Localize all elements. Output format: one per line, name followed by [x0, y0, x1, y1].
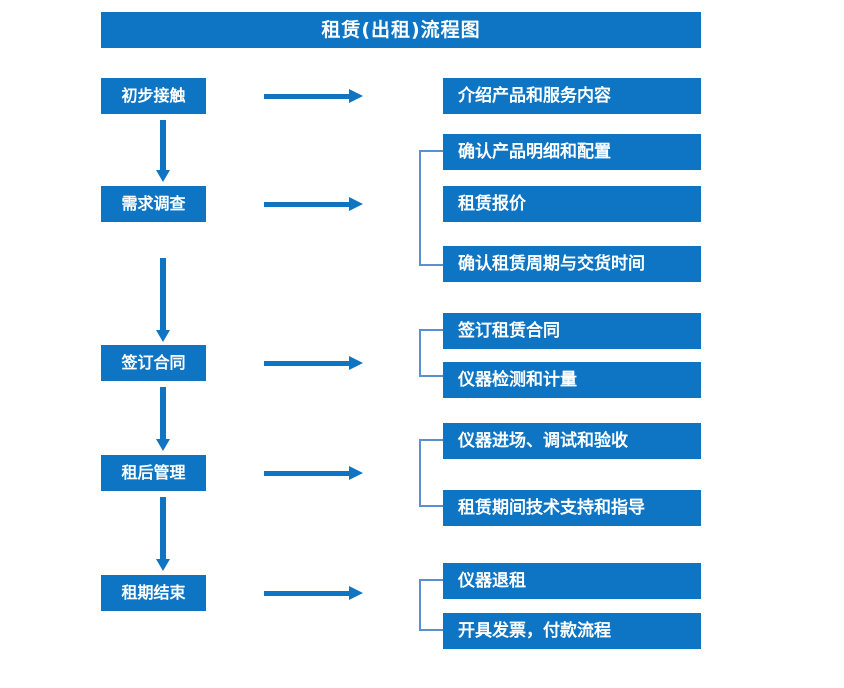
diagram-title: 租赁(出租)流程图	[321, 18, 481, 41]
group-bracket-sign-contract	[419, 329, 443, 377]
arrow-head-down-icon	[156, 559, 170, 571]
arrow-shaft	[264, 202, 350, 207]
arrow-shaft	[160, 387, 166, 439]
detail-label: 开具发票，付款流程	[458, 620, 611, 641]
group-bracket-rental-end	[419, 579, 443, 631]
detail-label: 租赁期间技术支持和指导	[458, 497, 645, 518]
flow-arrow-down-1	[154, 120, 172, 182]
detail-label: 介绍产品和服务内容	[458, 85, 611, 106]
diagram-title-bar: 租赁(出租)流程图	[101, 12, 701, 48]
detail-box-sign-rental-contract[interactable]: 签订租赁合同	[443, 313, 701, 349]
arrow-shaft	[264, 361, 350, 366]
detail-box-introduce-products[interactable]: 介绍产品和服务内容	[443, 78, 701, 114]
detail-box-technical-support[interactable]: 租赁期间技术支持和指导	[443, 490, 701, 526]
link-arrow-right-5	[264, 584, 364, 602]
flow-arrow-down-2	[154, 258, 172, 342]
detail-label: 仪器进场、调试和验收	[458, 430, 628, 451]
link-arrow-right-2	[264, 195, 364, 213]
arrow-head-down-icon	[156, 170, 170, 182]
arrow-head-right-icon	[349, 466, 363, 480]
stage-box-initial-contact[interactable]: 初步接触	[101, 78, 206, 114]
stage-label: 租期结束	[121, 583, 186, 602]
link-arrow-right-3	[264, 354, 364, 372]
arrow-head-right-icon	[349, 356, 363, 370]
stage-label: 初步接触	[121, 86, 186, 105]
detail-box-rental-quotation[interactable]: 租赁报价	[443, 186, 701, 222]
arrow-shaft	[160, 120, 166, 170]
arrow-shaft	[264, 94, 350, 99]
detail-box-instrument-return[interactable]: 仪器退租	[443, 563, 701, 599]
stage-box-post-rental-management[interactable]: 租后管理	[101, 455, 206, 491]
detail-box-confirm-period-delivery[interactable]: 确认租赁周期与交货时间	[443, 246, 701, 282]
detail-label: 确认租赁周期与交货时间	[458, 253, 645, 274]
flow-arrow-down-3	[154, 387, 172, 451]
detail-box-instrument-inspection[interactable]: 仪器检测和计量	[443, 362, 701, 398]
link-arrow-right-1	[264, 87, 364, 105]
detail-box-confirm-product-spec[interactable]: 确认产品明细和配置	[443, 134, 701, 170]
arrow-head-right-icon	[349, 197, 363, 211]
arrow-head-down-icon	[156, 439, 170, 451]
arrow-shaft	[264, 591, 350, 596]
flow-arrow-down-4	[154, 497, 172, 571]
detail-label: 签订租赁合同	[458, 320, 560, 341]
arrow-head-right-icon	[349, 586, 363, 600]
stage-label: 签订合同	[121, 353, 186, 372]
arrow-shaft	[160, 497, 166, 559]
group-bracket-post-rental	[419, 439, 443, 507]
stage-label: 租后管理	[121, 463, 186, 482]
arrow-shaft	[160, 258, 166, 330]
stage-label: 需求调查	[121, 194, 186, 213]
detail-label: 确认产品明细和配置	[458, 141, 611, 162]
arrow-head-right-icon	[349, 89, 363, 103]
arrow-head-down-icon	[156, 330, 170, 342]
detail-label: 租赁报价	[458, 193, 526, 214]
stage-box-sign-contract[interactable]: 签订合同	[101, 345, 206, 381]
detail-label: 仪器检测和计量	[458, 369, 577, 390]
link-arrow-right-4	[264, 464, 364, 482]
stage-box-requirement-survey[interactable]: 需求调查	[101, 186, 206, 222]
group-bracket-requirement-survey	[419, 150, 443, 266]
detail-box-instrument-entry-commissioning[interactable]: 仪器进场、调试和验收	[443, 423, 701, 459]
detail-box-invoice-payment[interactable]: 开具发票，付款流程	[443, 613, 701, 649]
arrow-shaft	[264, 471, 350, 476]
stage-box-rental-end[interactable]: 租期结束	[101, 575, 206, 611]
detail-label: 仪器退租	[458, 570, 526, 591]
